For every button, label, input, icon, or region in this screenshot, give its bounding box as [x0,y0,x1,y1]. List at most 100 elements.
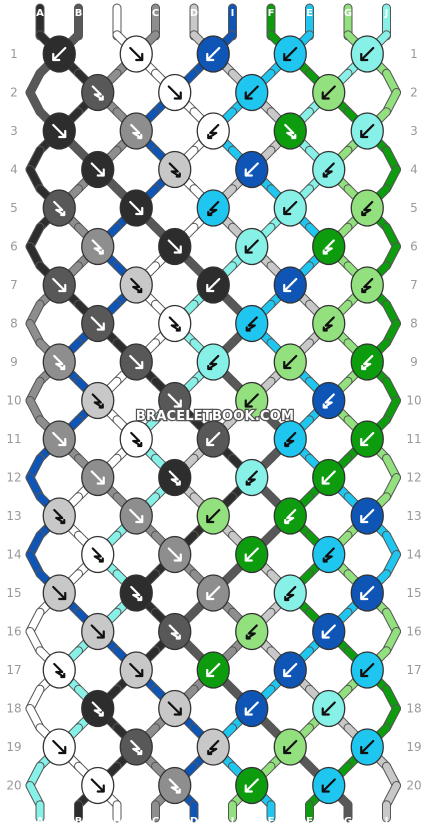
arrow-icon [244,778,259,793]
arrow-path [321,470,336,485]
row-number-left: 9 [10,355,18,369]
arrow-path [206,585,221,601]
arrow-path [244,393,259,408]
arrow-icon [284,431,297,448]
arrow-icon [53,200,66,217]
knot-r17-5 [350,651,384,689]
knot-r3-2 [119,112,153,150]
bottom-label-j: J [384,816,389,827]
knot-r9-3 [196,343,230,381]
arrow-icon [52,431,67,447]
arrow-path [130,739,143,756]
arrow-icon [206,585,221,601]
arrow-icon [360,585,375,601]
top-label-e: E [306,8,313,19]
arrow-icon [322,162,335,178]
arrow-icon [90,316,105,331]
bottom-label-d: D [190,816,198,827]
row-number-right: 5 [410,201,418,215]
arrow-path [53,508,66,525]
knot-r11-5 [350,420,384,458]
knot-r1-1 [42,35,76,73]
knot-r17-3 [196,651,230,689]
row-number-left: 10 [6,394,21,408]
arrow-path [91,239,104,255]
knot-r12-3 [235,458,269,497]
arrow-icon [91,701,104,717]
arrow-path [130,277,143,294]
arrow-path [206,431,221,447]
arrow-path [283,200,298,216]
arrow-path [207,123,220,140]
arrow-path [90,316,105,331]
arrow-icon [129,46,144,62]
knot-r12-1 [81,458,115,497]
watermark: BRACELETBOOK.COM [136,409,294,424]
row-number-right: 3 [410,124,418,138]
bottom-label-a: A [36,816,44,827]
arrow-icon [53,662,66,679]
arrow-icon [284,123,297,140]
top-label-j: J [384,8,389,19]
arrow-icon [90,470,105,485]
arrow-path [52,585,67,601]
knot-layer [42,35,384,805]
arrow-path [91,701,104,717]
knot-r6-2 [158,227,192,266]
knot-r20-2 [158,766,192,805]
knot-r10-2 [158,381,192,420]
knot-r9-4 [273,343,307,381]
knot-r18-1 [81,689,115,728]
arrow-path [321,624,336,639]
arrow-icon [244,393,259,408]
arrow-path [322,316,335,332]
top-label-b: B [75,8,83,19]
arrow-path [283,662,298,678]
knot-r11-1 [42,420,76,458]
row-number-left: 7 [10,278,18,292]
arrow-icon [91,393,104,409]
knot-r15-3 [196,574,230,612]
arrow-icon [207,739,220,756]
arrow-icon [322,239,335,255]
arrow-path [53,354,66,371]
row-number-left: 16 [6,625,21,639]
arrow-icon [168,778,181,794]
arrow-path [322,547,335,563]
arrow-icon [321,85,336,100]
knot-r2-1 [81,73,115,112]
arrow-path [244,85,259,100]
arrow-path [167,701,182,716]
row-number-right: 14 [406,548,421,562]
arrow-path [245,470,258,486]
knot-r17-1 [42,651,76,689]
arrow-icon [244,162,259,177]
row-number-left: 2 [10,86,18,100]
knot-r9-2 [119,343,153,381]
knot-r16-2 [158,612,192,651]
knot-r12-2 [158,458,192,497]
row-number-right: 18 [406,702,421,716]
knot-r7-4 [273,266,307,304]
arrow-path [91,393,104,409]
arrow-path [91,547,104,563]
arrow-path [52,431,67,447]
arrow-path [207,354,220,371]
arrow-icon [91,85,104,101]
arrow-path [322,162,335,178]
row-number-right: 4 [410,163,418,177]
arrow-icon [245,624,258,640]
arrow-path [361,354,374,371]
arrow-path [360,508,375,524]
arrow-icon [130,277,143,294]
arrow-path [284,585,297,602]
bottom-label-b: B [75,816,83,827]
knot-r7-2 [119,266,153,304]
row-number-left: 5 [10,201,18,215]
row-number-right: 19 [406,740,421,754]
row-number-left: 19 [6,740,21,754]
knot-r5-4 [273,189,307,227]
top-label-g: G [344,8,352,19]
knot-r19-1 [42,728,76,766]
arrow-icon [245,470,258,486]
